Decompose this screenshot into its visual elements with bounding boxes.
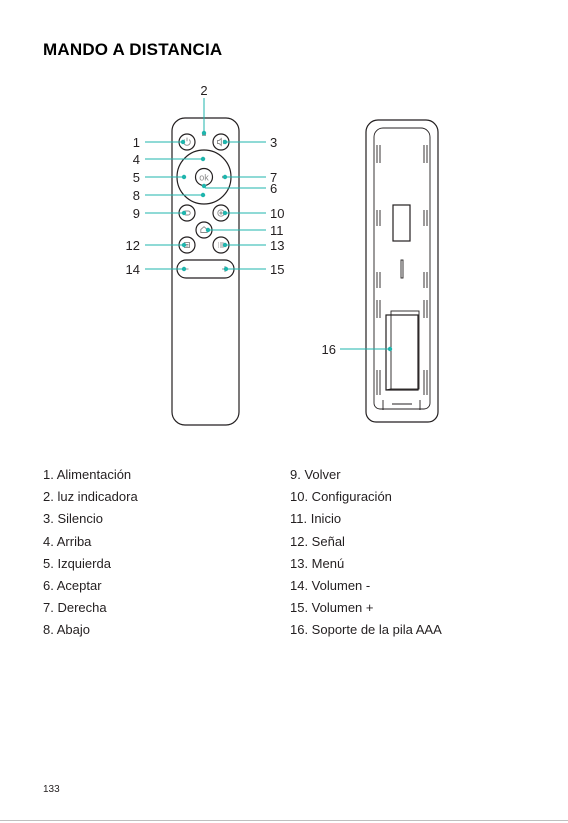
- legend-left: 1. Alimentación 2. luz indicadora 3. Sil…: [43, 464, 138, 642]
- legend-item: 5. Izquierda: [43, 553, 138, 575]
- ok-label: ok: [199, 173, 209, 183]
- callout-9: 9: [133, 206, 140, 221]
- callout-5: 5: [133, 170, 140, 185]
- callout-8: 8: [133, 188, 140, 203]
- legend-item: 14. Volumen -: [290, 575, 442, 597]
- legend-item: 15. Volumen +: [290, 597, 442, 619]
- legend-item: 11. Inicio: [290, 508, 442, 530]
- legend-item: 6. Aceptar: [43, 575, 138, 597]
- remote-diagram: ok: [0, 0, 568, 460]
- speaker-icon: [218, 139, 222, 146]
- callout-11: 11: [270, 223, 284, 238]
- callout-15: 15: [270, 262, 284, 277]
- remote-front: [172, 118, 239, 425]
- legend-item: 7. Derecha: [43, 597, 138, 619]
- legend-item: 12. Señal: [290, 531, 442, 553]
- legend-item: 2. luz indicadora: [43, 486, 138, 508]
- legend-item: 3. Silencio: [43, 508, 138, 530]
- legend-item: 4. Arriba: [43, 531, 138, 553]
- callout-3: 3: [270, 135, 277, 150]
- legend-item: 9. Volver: [290, 464, 442, 486]
- back-label-window: [393, 205, 410, 241]
- legend-item: 13. Menú: [290, 553, 442, 575]
- callout-16: 16: [322, 342, 336, 357]
- callout-13: 13: [270, 238, 284, 253]
- legend-right: 9. Volver 10. Configuración 11. Inicio 1…: [290, 464, 442, 642]
- callout-10: 10: [270, 206, 284, 221]
- legend-item: 10. Configuración: [290, 486, 442, 508]
- callout-6: 6: [270, 181, 277, 196]
- legend-item: 16. Soporte de la pila AAA: [290, 619, 442, 641]
- legend-item: 8. Abajo: [43, 619, 138, 641]
- callout-4: 4: [133, 152, 140, 167]
- callout-14: 14: [126, 262, 140, 277]
- page-number: 133: [43, 784, 60, 795]
- remote-front-body: [172, 118, 239, 425]
- callout-1: 1: [133, 135, 140, 150]
- legend-item: 1. Alimentación: [43, 464, 138, 486]
- bottom-rule: [0, 820, 568, 821]
- remote-back: [366, 120, 438, 422]
- callout-2: 2: [200, 83, 207, 98]
- callout-12: 12: [126, 238, 140, 253]
